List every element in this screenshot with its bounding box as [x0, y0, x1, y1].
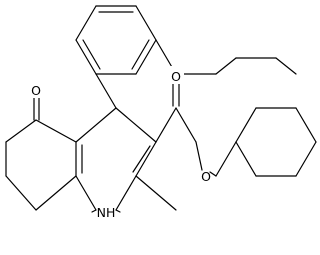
svg-text:O: O	[201, 169, 211, 184]
ketone-group	[33, 97, 40, 121]
aryl-ring	[75, 5, 157, 75]
cyclohexenone-ring	[5, 119, 77, 211]
methyl-bond	[135, 175, 177, 211]
nh-bond-left	[91, 209, 97, 213]
nh-bond-right	[115, 209, 121, 213]
ester-o-bond-left	[195, 141, 203, 171]
label-amine: NH	[97, 205, 116, 220]
ester-group	[155, 83, 237, 177]
svg-text:O: O	[31, 83, 41, 98]
svg-text:NH: NH	[97, 205, 116, 220]
aryl-c4-bond	[95, 73, 117, 109]
ester-o-bond-right	[209, 171, 217, 177]
svg-text:O: O	[171, 69, 181, 84]
label-ester-oxygen: O	[201, 169, 211, 184]
dihydropyridine-ring	[75, 107, 157, 211]
cyclohexyl-ring	[235, 107, 317, 177]
label-ketone-oxygen: O	[28, 82, 44, 98]
label-carbonyl-oxygen: O	[168, 68, 184, 84]
